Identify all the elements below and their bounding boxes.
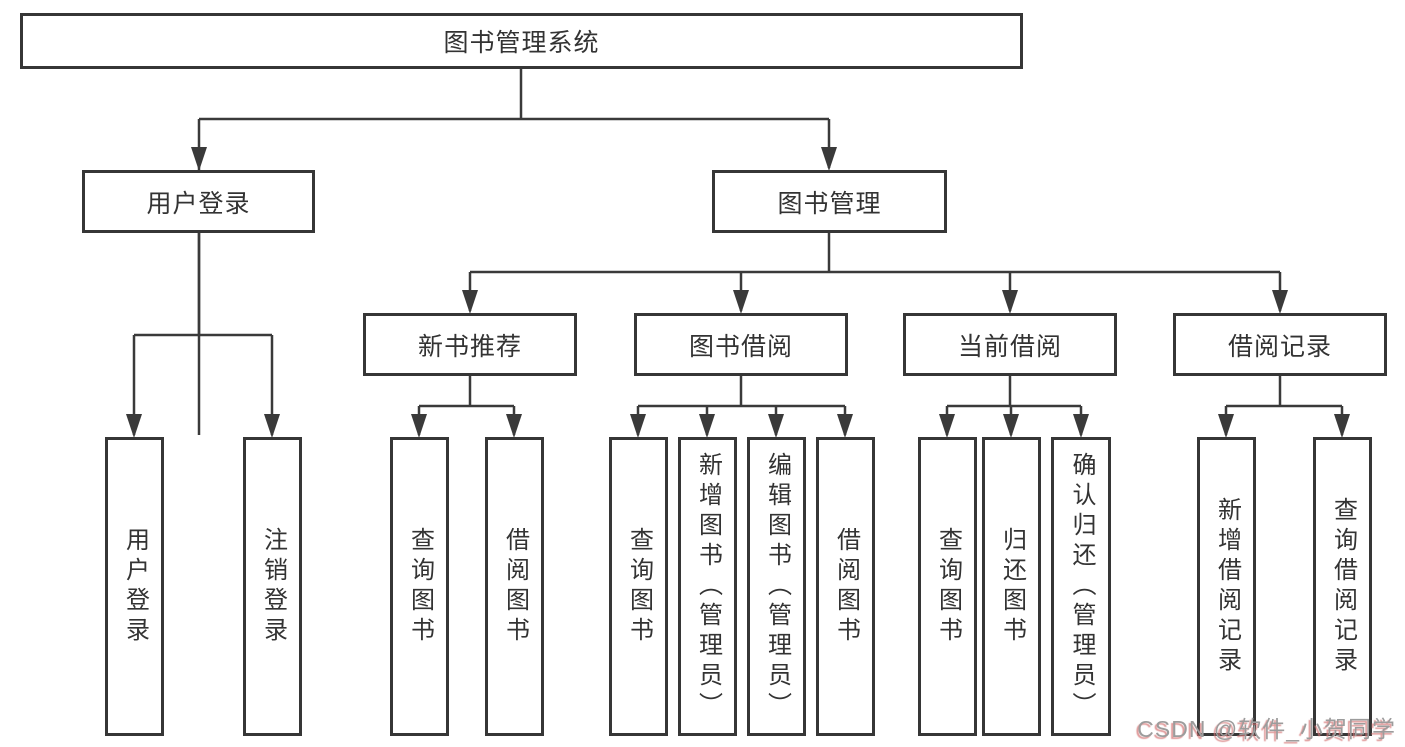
csdn-watermark: CSDN @软件_小贺同学 [1137, 716, 1396, 742]
leaf-borrow-books-recommend: 借阅图书 [485, 437, 544, 736]
leaf-label: 注销登录 [259, 526, 287, 647]
node-borrow-records: 借阅记录 [1173, 313, 1387, 376]
leaf-borrow-books: 借阅图书 [816, 437, 875, 736]
node-label: 图书管理系统 [443, 29, 600, 57]
leaf-label: 查询图书 [406, 526, 434, 647]
node-book-borrow: 图书借阅 [634, 313, 848, 376]
node-label: 借阅记录 [1227, 332, 1332, 361]
node-root-system: 图书管理系统 [20, 13, 1023, 69]
leaf-label: 归还图书 [998, 526, 1026, 647]
leaf-label: 借阅图书 [832, 526, 860, 647]
leaf-user-login: 用户登录 [105, 437, 164, 736]
node-label: 用户登录 [146, 189, 251, 218]
leaf-add-borrow-record: 新增借阅记录 [1197, 437, 1256, 736]
node-label: 新书推荐 [417, 332, 522, 361]
node-label: 图书管理 [777, 189, 882, 218]
leaf-label: 用户登录 [121, 526, 149, 647]
node-user-login: 用户登录 [82, 170, 315, 233]
leaf-query-books-recommend: 查询图书 [390, 437, 449, 736]
node-book-management: 图书管理 [712, 170, 947, 233]
leaf-label: 查询图书 [934, 526, 962, 647]
leaf-logout: 注销登录 [243, 437, 302, 736]
leaf-label: 查询图书 [625, 526, 653, 647]
leaf-label: 借阅图书 [501, 526, 529, 647]
node-new-book-recommend: 新书推荐 [363, 313, 577, 376]
leaf-label: 编辑图书（管理员） [763, 451, 791, 722]
leaf-label: 新增图书（管理员） [694, 451, 722, 722]
leaf-label: 确认归还（管理员） [1068, 451, 1095, 722]
arrowheads [126, 147, 1350, 438]
leaf-add-books-admin: 新增图书（管理员） [678, 437, 737, 736]
leaf-edit-books-admin: 编辑图书（管理员） [747, 437, 806, 736]
leaf-query-books-borrow: 查询图书 [609, 437, 668, 736]
node-label: 图书借阅 [688, 332, 793, 361]
leaf-query-borrow-record: 查询借阅记录 [1313, 437, 1372, 736]
leaf-query-books-current: 查询图书 [918, 437, 977, 736]
leaf-label: 查询借阅记录 [1329, 496, 1357, 677]
leaf-label: 新增借阅记录 [1213, 496, 1241, 677]
leaf-return-books: 归还图书 [982, 437, 1041, 736]
node-label: 当前借阅 [957, 332, 1062, 361]
node-current-borrow: 当前借阅 [903, 313, 1117, 376]
leaf-confirm-return-admin: 确认归还（管理员） [1051, 437, 1111, 736]
